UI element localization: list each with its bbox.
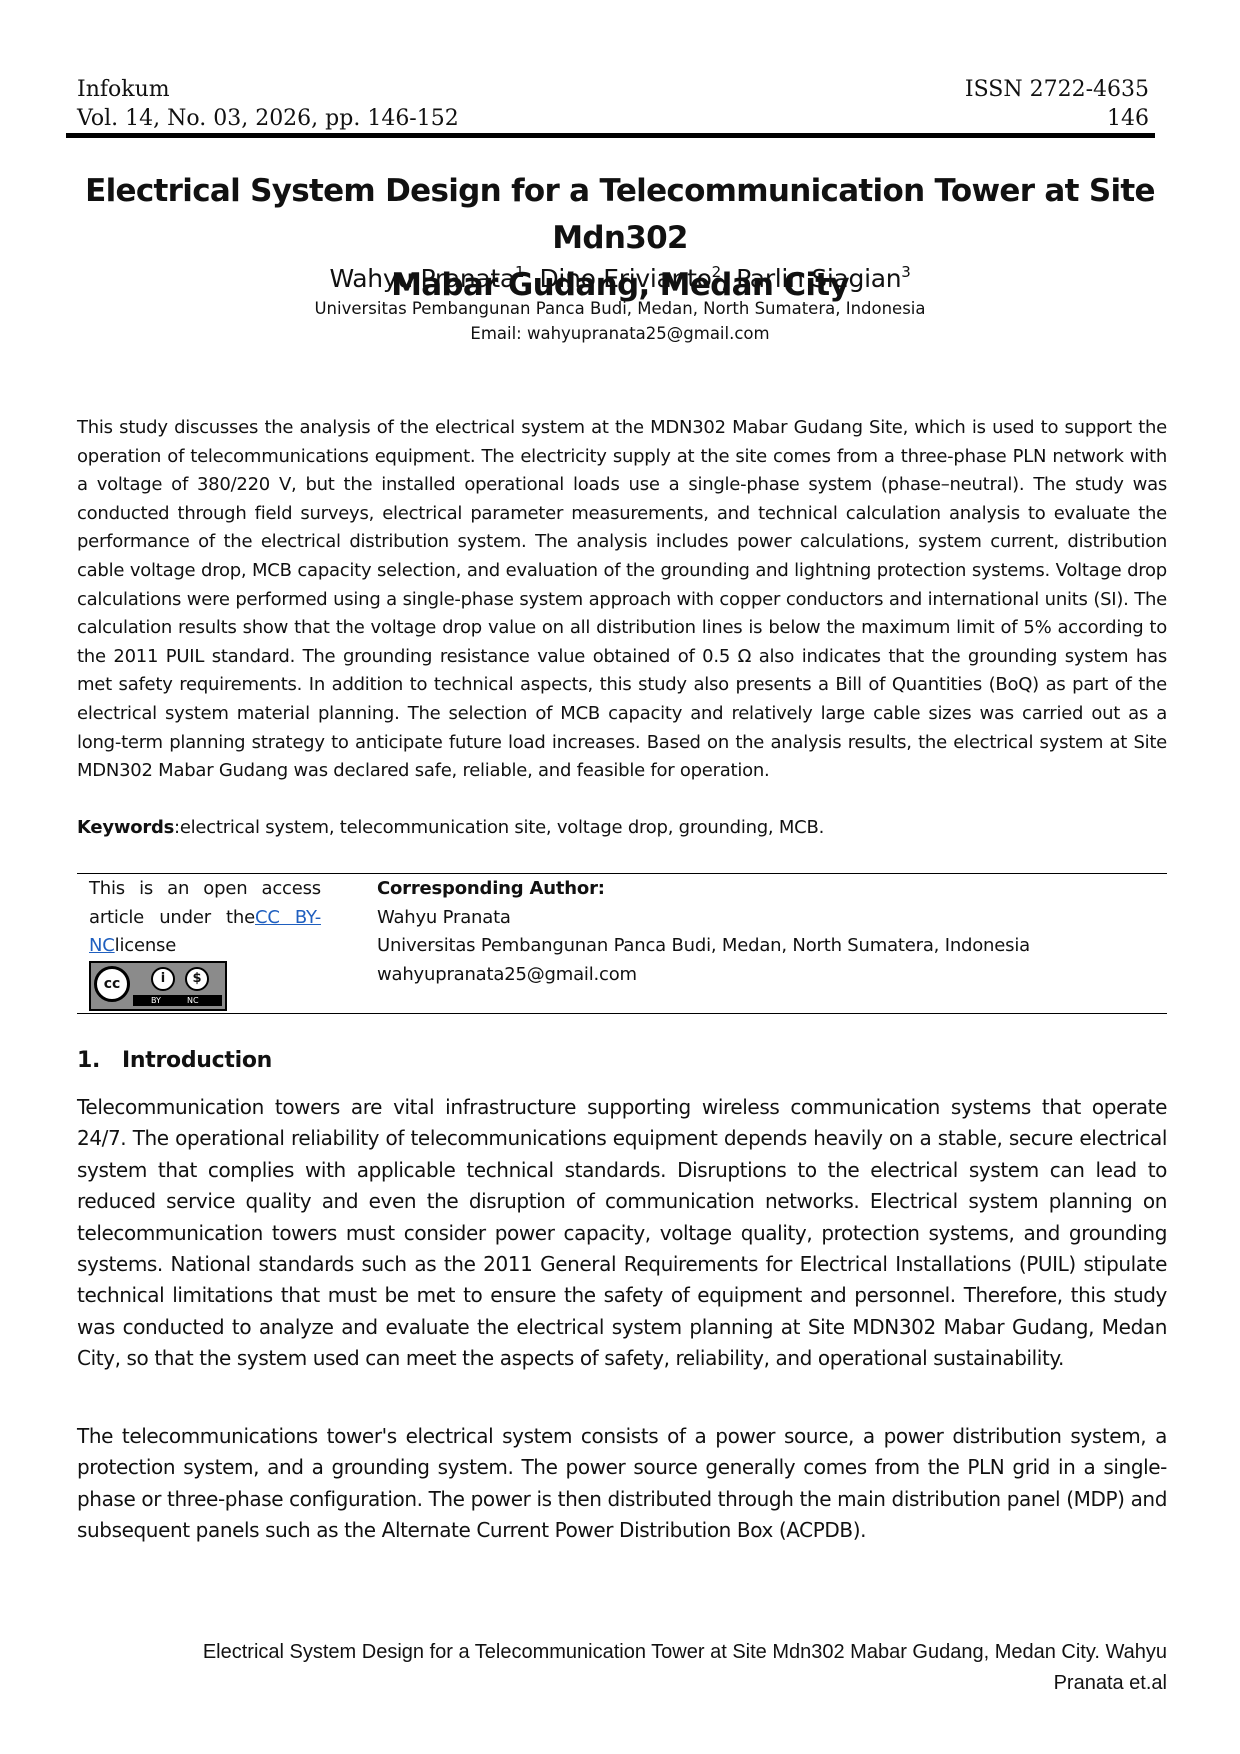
section-heading: 1. Introduction bbox=[77, 1046, 272, 1076]
cc-by-nc-badge[interactable]: cc i $ BY NC bbox=[89, 961, 227, 1011]
section-title: Introduction bbox=[122, 1048, 273, 1073]
affiliation: Universitas Pembangunan Panca Budi, Meda… bbox=[314, 299, 926, 318]
body-paragraph: Telecommunication towers are vital infra… bbox=[77, 1095, 1167, 1371]
author-affil-mark: 3 bbox=[901, 263, 911, 281]
corresponding-heading: Corresponding Author: bbox=[377, 878, 605, 899]
license-text: This is an open access article under the bbox=[89, 878, 321, 928]
noncommercial-icon: $ bbox=[185, 967, 209, 991]
corresponding-affiliation: Universitas Pembangunan Panca Budi, Meda… bbox=[377, 935, 1030, 957]
author-name: Parlin Siagian bbox=[736, 264, 902, 293]
info-box-bottom-rule bbox=[77, 1013, 1167, 1014]
author-affil-mark: 2 bbox=[711, 263, 722, 281]
keywords-text: :electrical system, telecommunication si… bbox=[174, 817, 825, 838]
title-line-1: Electrical System Design for a Telecommu… bbox=[85, 173, 1155, 256]
license-note: This is an open access article under the… bbox=[89, 875, 321, 961]
header-rule bbox=[66, 133, 1155, 138]
issn: ISSN 2722-4635 bbox=[964, 77, 1149, 102]
license-text-end: license bbox=[114, 935, 177, 957]
license-link[interactable]: CC BY-NC bbox=[89, 906, 321, 957]
keywords-label: Keywords bbox=[77, 817, 175, 838]
keywords: Keywords:electrical system, telecommunic… bbox=[77, 814, 1167, 842]
footer-line-1: Electrical System Design for a Telecommu… bbox=[202, 1641, 1167, 1663]
volume-info: Vol. 14, No. 03, 2026, pp. 146-152 bbox=[77, 106, 459, 131]
cc-icon: cc bbox=[94, 966, 130, 1002]
badge-by: BY bbox=[151, 996, 161, 1005]
author-affil-mark: 1 bbox=[514, 263, 525, 281]
info-box-top-rule bbox=[77, 873, 1167, 874]
body-paragraph: The telecommunications tower's electrica… bbox=[77, 1424, 1167, 1543]
badge-nc: NC bbox=[187, 996, 199, 1005]
author-separator: , bbox=[720, 264, 737, 293]
author-list: Wahyu Pranata1, Dino Erivianto2, Parlin … bbox=[80, 262, 1160, 296]
corresponding-name: Wahyu Pranata bbox=[377, 906, 511, 928]
footer-line-2: Pranata et.al bbox=[1053, 1672, 1167, 1694]
abstract: This study discusses the analysis of the… bbox=[77, 417, 1167, 782]
corresponding-email: wahyupranata25@gmail.com bbox=[377, 963, 637, 985]
author-name: Wahyu Pranata bbox=[329, 264, 515, 293]
page-footer: Electrical System Design for a Telecommu… bbox=[140, 1637, 1167, 1699]
journal-name: Infokum bbox=[77, 77, 170, 102]
author-separator: , bbox=[524, 264, 540, 293]
paper-title: Electrical System Design for a Telecommu… bbox=[80, 168, 1160, 309]
corresponding-author: Corresponding Author: Wahyu Pranata Univ… bbox=[377, 875, 1157, 989]
title-line-2: Mabar Gudang, Medan City bbox=[391, 267, 850, 303]
author-email: Email: wahyupranata25@gmail.com bbox=[470, 324, 770, 343]
badge-label-bar: BY NC bbox=[133, 995, 222, 1006]
page-number: 146 bbox=[1107, 106, 1149, 131]
section-number: 1. bbox=[77, 1048, 101, 1073]
author-name: Dino Erivianto bbox=[539, 264, 712, 293]
attribution-icon: i bbox=[151, 967, 175, 991]
